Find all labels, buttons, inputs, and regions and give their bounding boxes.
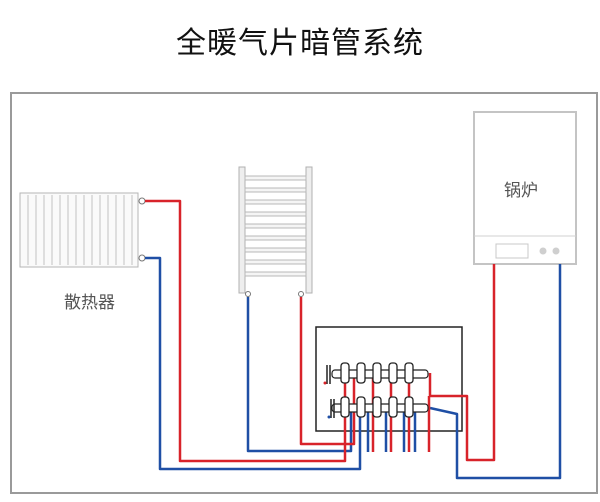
outer-frame — [10, 92, 598, 494]
diagram-title: 全暖气片暗管系统 — [176, 26, 424, 61]
boiler-label: 锅炉 — [504, 181, 538, 201]
boiler-display — [495, 243, 529, 259]
towel-radiator-bars — [244, 175, 307, 277]
towel-radiator — [238, 166, 313, 297]
return-manifold — [327, 396, 429, 419]
supply-manifold — [323, 362, 429, 385]
boiler — [473, 111, 577, 265]
radiator-fins — [27, 195, 133, 265]
cold-pipes — [145, 256, 562, 480]
radiator-label: 散热器 — [64, 293, 115, 313]
boiler-knob-2 — [552, 247, 560, 255]
radiator — [19, 192, 146, 268]
boiler-knob-1 — [539, 247, 547, 255]
